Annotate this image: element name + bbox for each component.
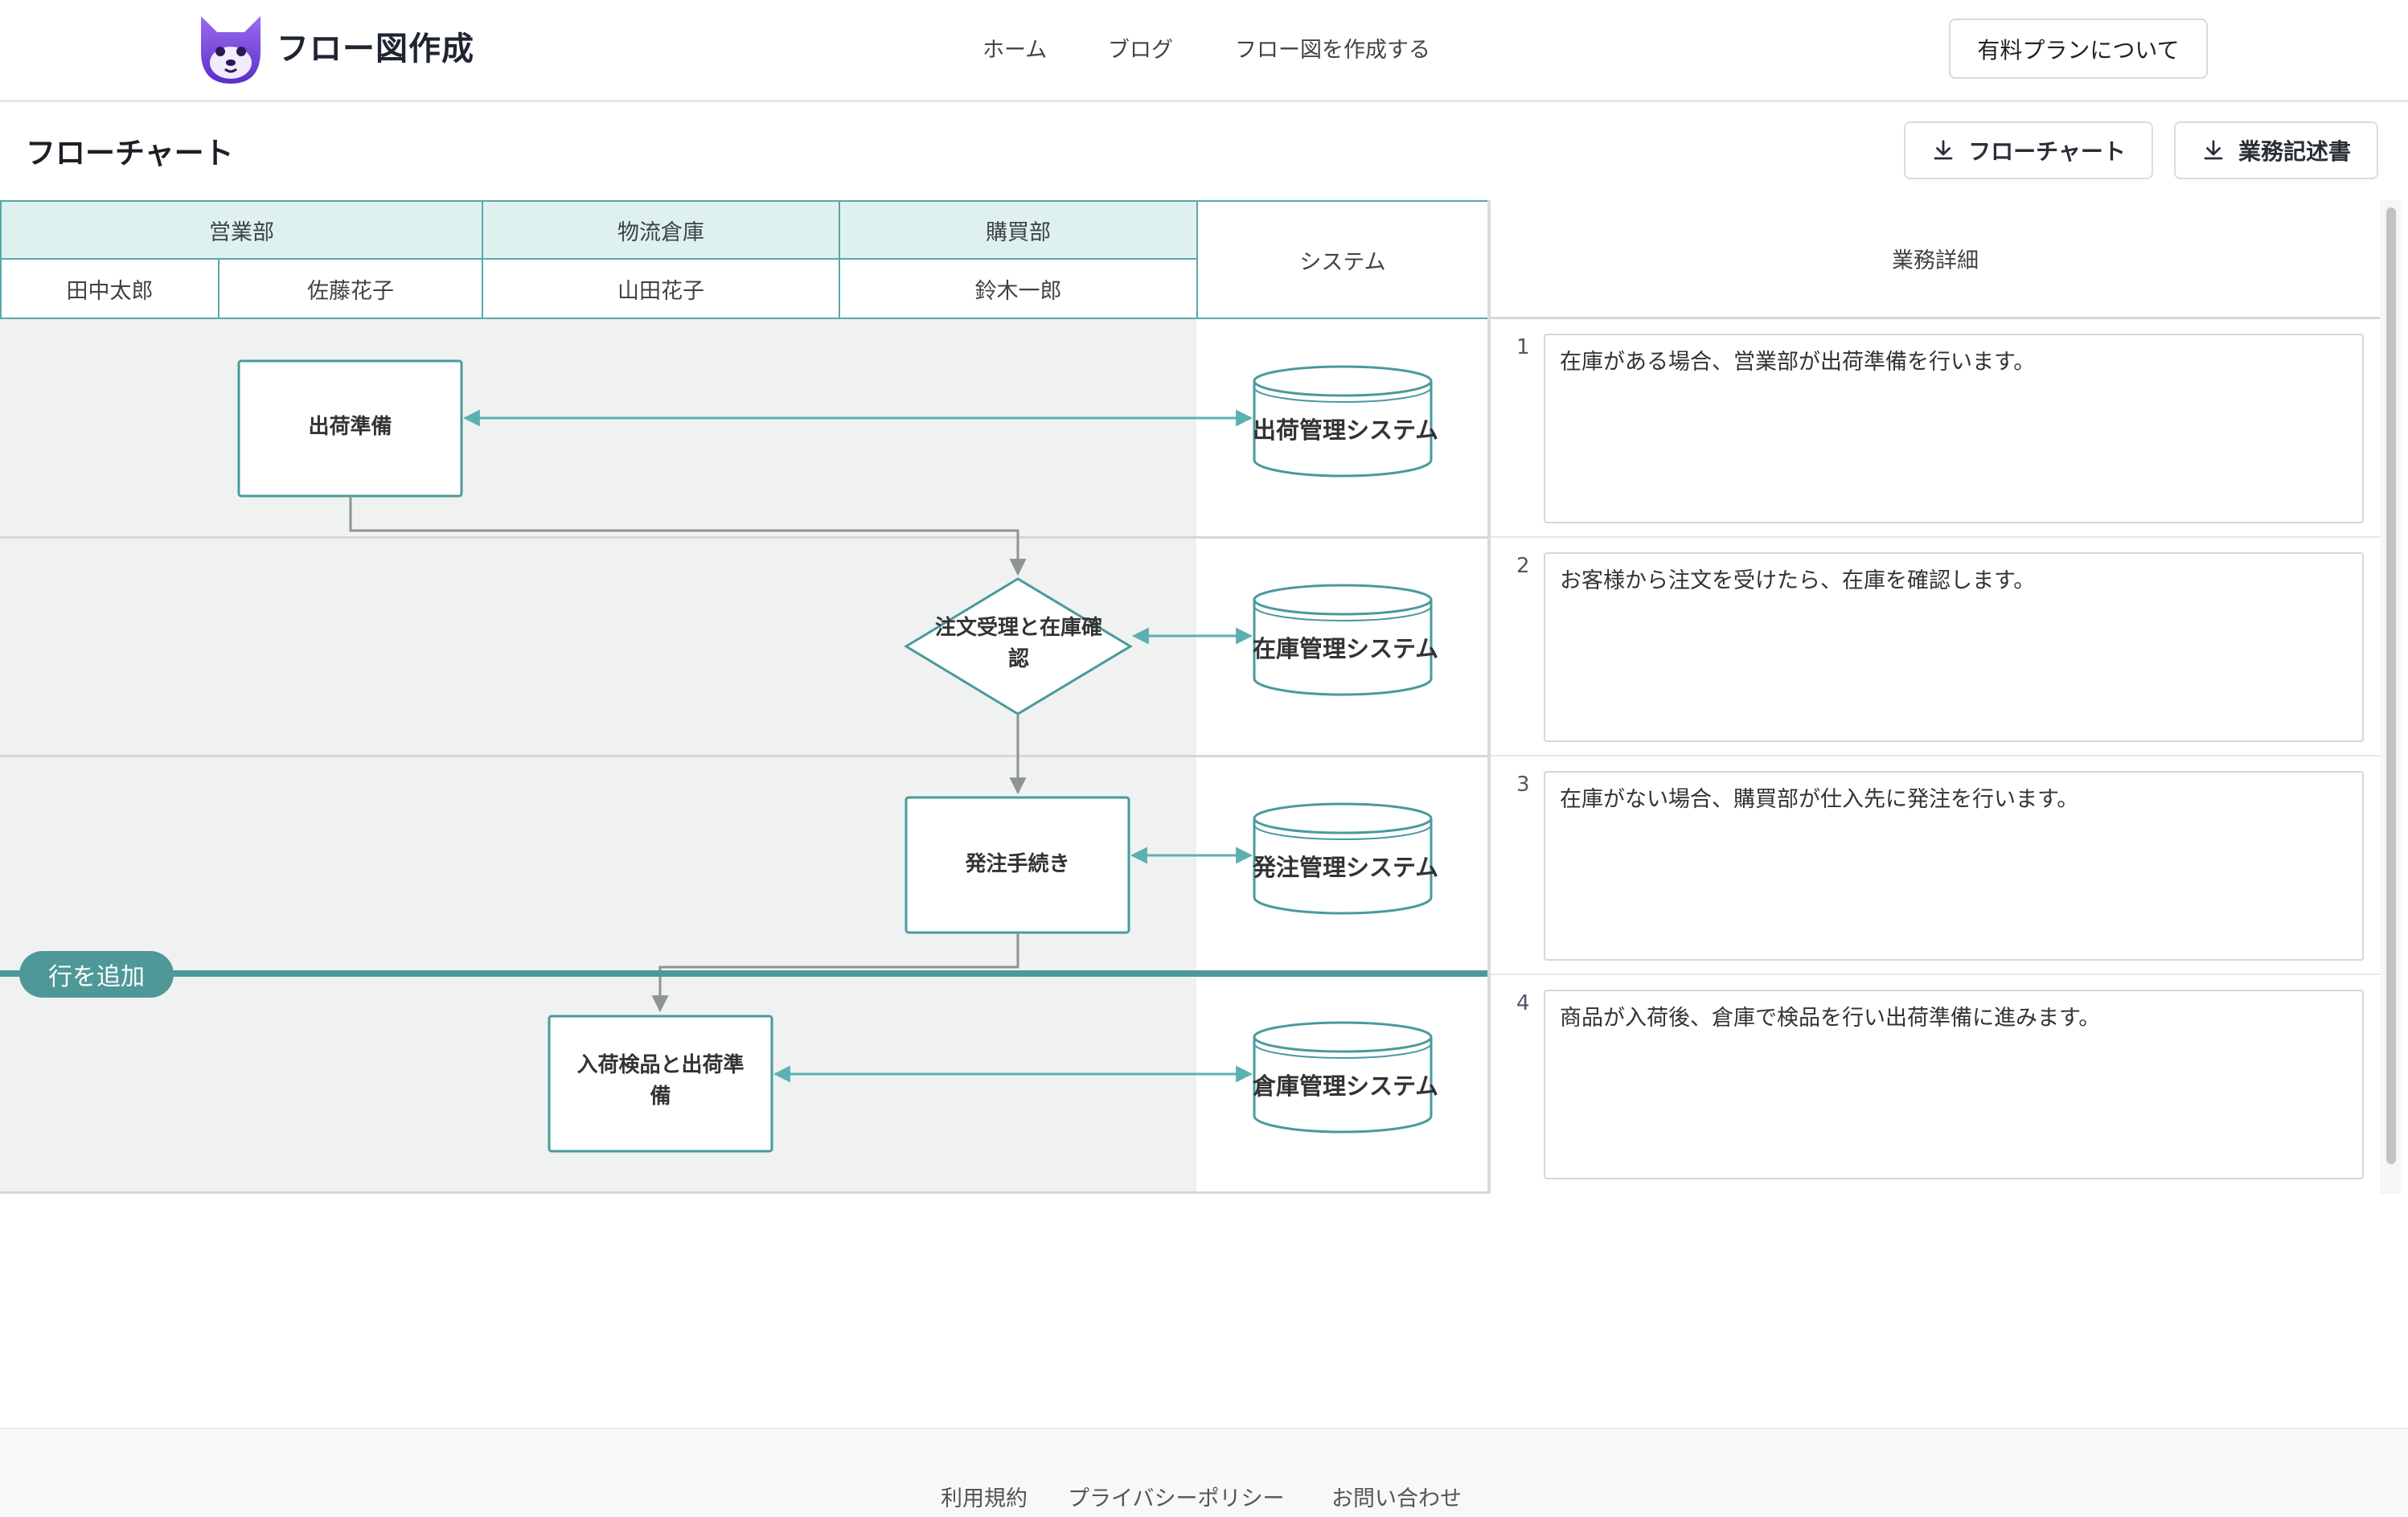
- database-shipping-system[interactable]: [1253, 365, 1433, 478]
- system-label: 発注管理システム: [1253, 854, 1439, 881]
- footer-privacy-link[interactable]: プライバシーポリシー: [1068, 1486, 1285, 1511]
- row-divider: [0, 755, 1487, 757]
- row-number: 2: [1516, 554, 1530, 578]
- process-label-line: 認: [1007, 647, 1029, 671]
- person-header-yamada[interactable]: 山田花子: [482, 258, 840, 319]
- process-label: 注文受理と在庫確 認: [906, 613, 1131, 675]
- nav-home[interactable]: ホーム: [982, 38, 1048, 63]
- detail-column-header: 業務詳細: [1491, 200, 2380, 319]
- database-inventory-system[interactable]: [1253, 584, 1433, 696]
- process-label: 入荷検品と出荷準 備: [549, 1050, 772, 1113]
- panel-divider: [1487, 200, 1491, 1194]
- paid-plan-button[interactable]: 有料プランについて: [1949, 18, 2208, 79]
- detail-textarea[interactable]: 在庫がある場合、営業部が出荷準備を行います。: [1544, 334, 2364, 523]
- detail-row: 2 お客様から注文を受けたら、在庫を確認します。: [1491, 538, 2380, 756]
- nav-blog[interactable]: ブログ: [1108, 38, 1173, 63]
- process-label-line: 備: [650, 1084, 671, 1109]
- flow-connector[interactable]: [651, 933, 1019, 1013]
- download-icon: [1934, 140, 1953, 160]
- database-warehouse-system[interactable]: [1253, 1021, 1433, 1134]
- dept-header-logistics[interactable]: 物流倉庫: [482, 200, 840, 260]
- flow-connector[interactable]: [349, 496, 1027, 576]
- system-column-header[interactable]: システム: [1196, 200, 1489, 319]
- system-label: 倉庫管理システム: [1253, 1072, 1439, 1100]
- site-footer: [0, 1428, 2408, 1517]
- row-number: 1: [1516, 335, 1530, 359]
- download-business-doc-button[interactable]: 業務記述書: [2174, 121, 2378, 179]
- footer-terms-link[interactable]: 利用規約: [941, 1486, 1028, 1511]
- process-label: 発注手続き: [965, 852, 1070, 876]
- process-box-receiving-inspection[interactable]: [548, 1015, 773, 1153]
- scrollbar-thumb[interactable]: [2386, 207, 2396, 1164]
- detail-textarea[interactable]: 在庫がない場合、購買部が仕入先に発注を行います。: [1544, 771, 2364, 961]
- row-divider: [0, 536, 1487, 539]
- process-label-line: 注文受理と在庫確: [934, 616, 1102, 640]
- download-flowchart-label: フローチャート: [1968, 139, 2126, 164]
- site-header: フロー図作成 ホーム ブログ フロー図を作成する 有料プランについて: [0, 0, 2408, 102]
- system-label: 在庫管理システム: [1253, 635, 1439, 662]
- logo-text[interactable]: フロー図作成: [277, 31, 474, 68]
- add-row-line[interactable]: [0, 970, 1487, 977]
- nav-create-flow[interactable]: フロー図を作成する: [1235, 38, 1430, 63]
- row-divider: [0, 1191, 1487, 1194]
- row-number: 4: [1516, 991, 1530, 1015]
- flowchart-canvas: [237, 359, 1433, 1153]
- download-business-doc-label: 業務記述書: [2238, 139, 2351, 164]
- dept-header-purchasing[interactable]: 購買部: [839, 200, 1198, 260]
- download-flowchart-button[interactable]: フローチャート: [1904, 121, 2153, 179]
- row-number: 3: [1516, 773, 1530, 797]
- database-ordering-system[interactable]: [1253, 802, 1433, 915]
- detail-row: 4 商品が入荷後、倉庫で検品を行い出荷準備に進みます。: [1491, 975, 2380, 1194]
- detail-row: 1 在庫がある場合、営業部が出荷準備を行います。: [1491, 319, 2380, 538]
- process-label: 出荷準備: [308, 415, 392, 439]
- person-header-suzuki[interactable]: 鈴木一郎: [839, 258, 1198, 319]
- add-row-button[interactable]: 行を追加: [19, 951, 174, 998]
- process-label-line: 入荷検品と出荷準: [576, 1053, 745, 1077]
- person-header-sato[interactable]: 佐藤花子: [218, 258, 483, 319]
- person-header-tanaka[interactable]: 田中太郎: [0, 258, 219, 319]
- footer-contact-link[interactable]: お問い合わせ: [1331, 1486, 1462, 1511]
- detail-textarea[interactable]: お客様から注文を受けたら、在庫を確認します。: [1544, 552, 2364, 742]
- system-label: 出荷管理システム: [1253, 416, 1439, 444]
- detail-row: 3 在庫がない場合、購買部が仕入先に発注を行います。: [1491, 756, 2380, 975]
- download-icon: [2204, 140, 2223, 160]
- wolf-mascot-icon[interactable]: [196, 10, 265, 88]
- detail-textarea[interactable]: 商品が入荷後、倉庫で検品を行い出荷準備に進みます。: [1544, 990, 2364, 1179]
- page-title: フローチャート: [26, 136, 234, 170]
